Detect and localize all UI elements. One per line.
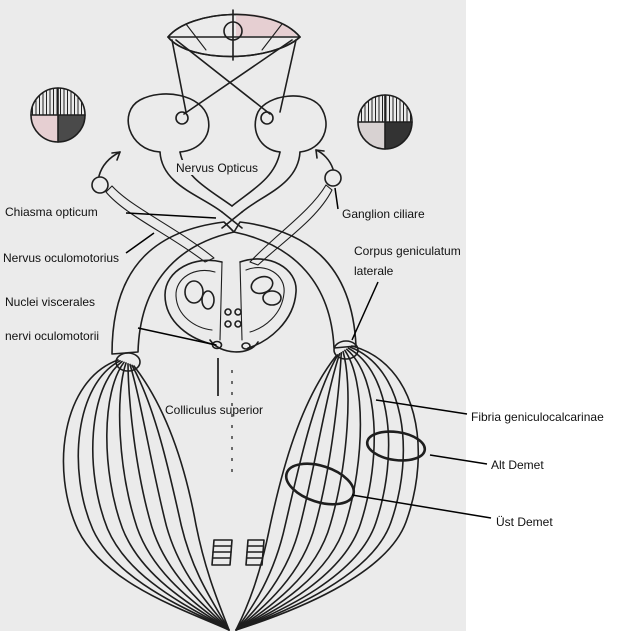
label-nervus-oculomotorius: Nervus oculomotorius <box>3 251 119 265</box>
label-ganglion-ciliare: Ganglion ciliare <box>342 207 425 221</box>
label-chiasma-opticum: Chiasma opticum <box>5 205 98 219</box>
label-nervi-oculomotorii: nervi oculomotorii <box>5 329 99 343</box>
left-visual-field-icon <box>31 88 85 142</box>
label-fibria-geniculocalcarinae: Fibria geniculocalcarinae <box>471 410 604 424</box>
label-alt-demet: Alt Demet <box>491 458 544 472</box>
label-corpus-geniculatum: Corpus geniculatum <box>354 244 461 258</box>
label-corpus-geniculatum-laterale: laterale <box>354 264 394 278</box>
label-nuclei-viscerales: Nuclei viscerales <box>5 295 95 309</box>
label-ust-demet: Üst Demet <box>496 515 553 529</box>
label-colliculus-superior: Colliculus superior <box>165 403 263 417</box>
label-nervus-opticus: Nervus Opticus <box>176 161 258 175</box>
right-visual-field-icon <box>358 95 412 149</box>
